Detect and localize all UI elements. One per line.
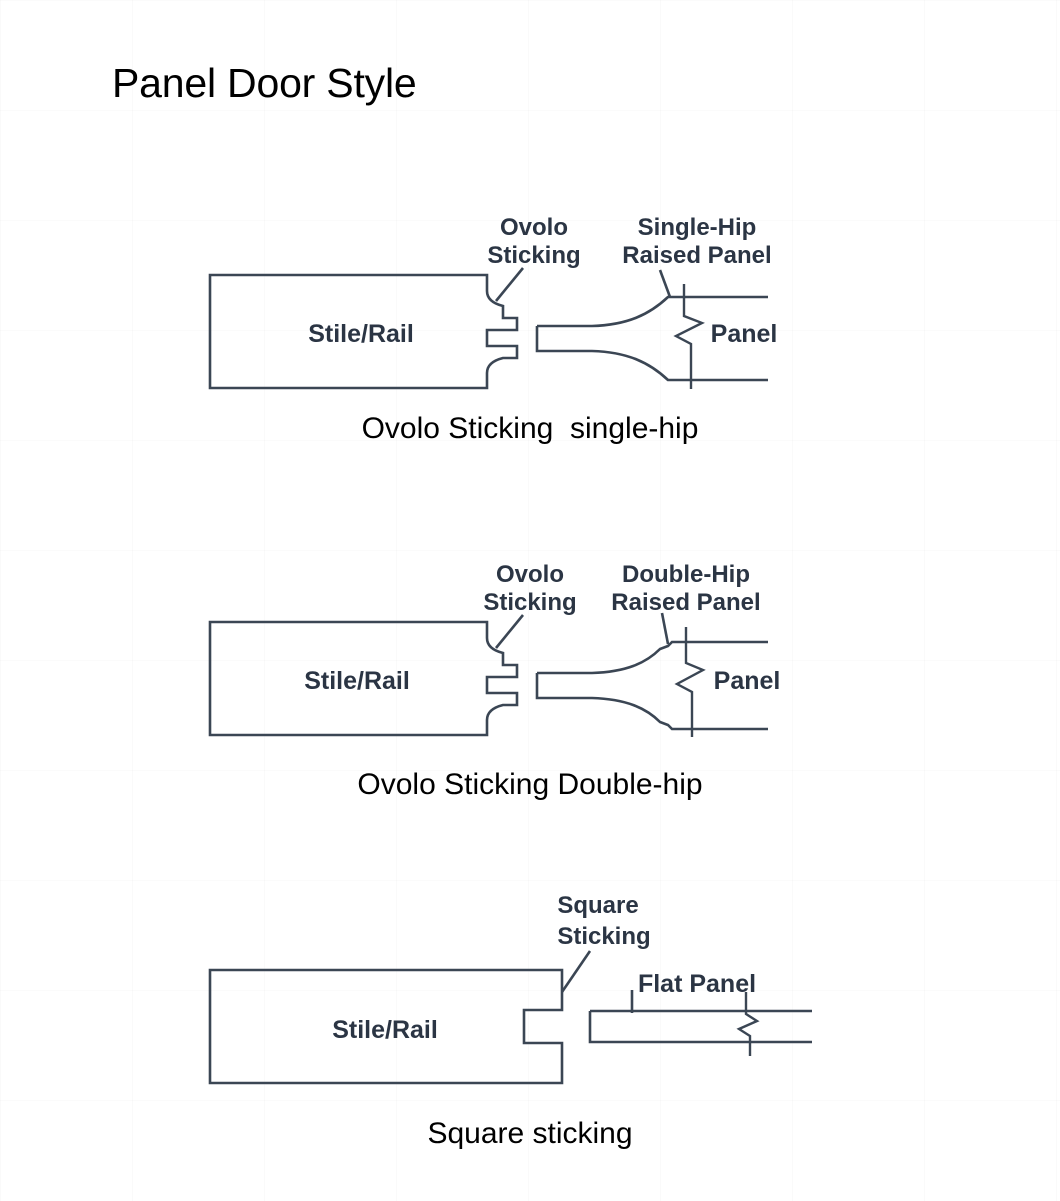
panel-break-symbol xyxy=(673,284,705,389)
panel-type-label-line1: Double-Hip xyxy=(622,561,750,588)
sticking-label-line2: Sticking xyxy=(487,242,580,269)
panel-top-taper-double-hip xyxy=(537,640,768,675)
flat-panel-label: Flat Panel xyxy=(638,970,756,998)
sticking-label-line2: Sticking xyxy=(483,589,576,616)
panel-break-symbol xyxy=(736,992,760,1056)
flat-panel-left-and-bottom-edge xyxy=(588,1011,812,1044)
panel-break-symbol xyxy=(674,627,706,737)
sticking-leader-line xyxy=(494,267,525,302)
stile-rail-label: Stile/Rail xyxy=(308,320,414,348)
square-sticking-drawing: Square Sticking Flat Panel Stile/Rail xyxy=(208,892,812,1085)
panel-type-leader-line xyxy=(660,612,670,645)
figure-3-caption: Square sticking xyxy=(427,1117,633,1150)
panel-label: Panel xyxy=(711,320,778,348)
stile-rail-profile xyxy=(208,968,564,1085)
ovolo-double-hip-drawing: Ovolo Sticking Double-Hip Raised Panel S… xyxy=(208,561,781,737)
panel-type-label-line2: Raised Panel xyxy=(622,242,771,269)
sticking-label-line2: Sticking xyxy=(557,923,650,950)
figure-1-caption: Ovolo Sticking single-hip xyxy=(361,412,699,445)
sticking-leader-line xyxy=(494,614,525,649)
sticking-leader-line xyxy=(560,950,592,993)
panel-bottom-taper-double-hip xyxy=(535,673,768,731)
sticking-label-line1: Square xyxy=(557,892,638,919)
figure-ovolo-single-hip: Ovolo Sticking Single-Hip Raised Panel S… xyxy=(0,196,1060,406)
panel-type-label-line2: Raised Panel xyxy=(611,589,760,616)
panel-top-taper xyxy=(537,295,768,328)
panel-label: Panel xyxy=(714,667,781,695)
sticking-label-line1: Ovolo xyxy=(500,214,568,241)
figure-square-sticking: Square Sticking Flat Panel Stile/Rail xyxy=(0,880,1060,1095)
stile-rail-profile xyxy=(208,620,519,737)
sticking-label-line1: Ovolo xyxy=(496,561,564,588)
panel-type-label-line1: Single-Hip xyxy=(638,214,757,241)
figure-2-caption: Ovolo Sticking Double-hip xyxy=(357,768,703,801)
ovolo-single-hip-drawing: Ovolo Sticking Single-Hip Raised Panel S… xyxy=(208,214,778,390)
panel-bottom-taper xyxy=(535,326,768,382)
stile-rail-label: Stile/Rail xyxy=(332,1016,438,1044)
panel-type-leader-line xyxy=(658,269,672,298)
figure-ovolo-double-hip: Ovolo Sticking Double-Hip Raised Panel S… xyxy=(0,543,1060,753)
stile-rail-profile xyxy=(208,273,519,390)
page-title: Panel Door Style xyxy=(112,60,417,106)
stile-rail-label: Stile/Rail xyxy=(304,667,410,695)
